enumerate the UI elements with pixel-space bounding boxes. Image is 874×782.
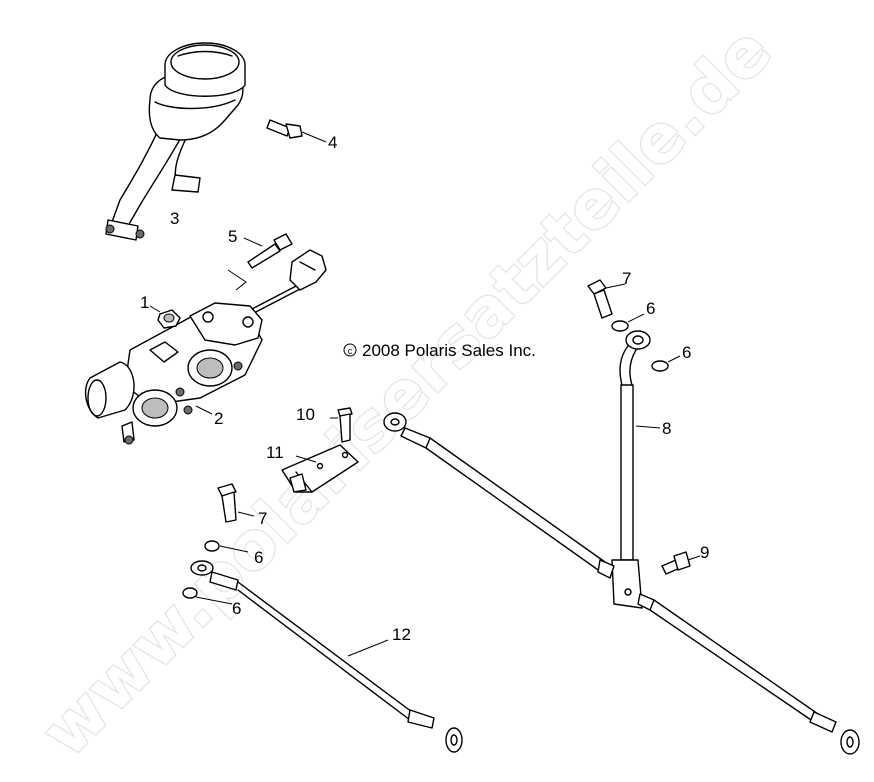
nut-1 xyxy=(149,305,181,329)
callout-5: 5 xyxy=(228,227,237,246)
copyright-icon-letter: c xyxy=(348,346,353,356)
callout-3: 3 xyxy=(170,209,179,228)
callout-6-left-lower: 6 xyxy=(232,599,241,618)
washer-6-left-lower xyxy=(182,587,233,605)
callout-10: 10 xyxy=(296,405,315,424)
callout-6-left-upper: 6 xyxy=(254,548,263,567)
callout-1: 1 xyxy=(140,293,149,312)
reservoir-assembly xyxy=(105,42,246,241)
washer-6-right-lower xyxy=(651,355,681,372)
callout-6-right-lower: 6 xyxy=(682,343,691,362)
mount-bracket-11 xyxy=(281,444,359,493)
brake-line-12 xyxy=(190,560,463,753)
callout-11: 11 xyxy=(266,443,284,462)
copyright-icon xyxy=(343,343,357,357)
bolt-9 xyxy=(661,551,701,575)
callout-8: 8 xyxy=(662,419,671,438)
callout-7-right: 7 xyxy=(622,269,631,288)
copyright-notice: c 2008 Polaris Sales Inc. xyxy=(343,341,536,360)
bolt-4 xyxy=(266,119,327,143)
bolt-10 xyxy=(330,407,353,443)
callout-4: 4 xyxy=(328,133,337,152)
brake-line-assembly-8 xyxy=(383,330,860,755)
callout-2: 2 xyxy=(214,409,223,428)
master-cylinder xyxy=(84,249,327,445)
banjo-bolt-7-left xyxy=(217,483,255,523)
washer-6-right-upper xyxy=(611,313,645,332)
copyright-text: 2008 Polaris Sales Inc. xyxy=(362,341,536,360)
callout-12: 12 xyxy=(392,625,411,644)
callout-7-left: 7 xyxy=(258,509,267,528)
callout-9: 9 xyxy=(700,543,709,562)
bolt-5 xyxy=(243,233,293,269)
banjo-bolt-7-right xyxy=(587,279,626,319)
callout-6-right-upper: 6 xyxy=(646,299,655,318)
washer-6-left-upper xyxy=(204,540,249,553)
